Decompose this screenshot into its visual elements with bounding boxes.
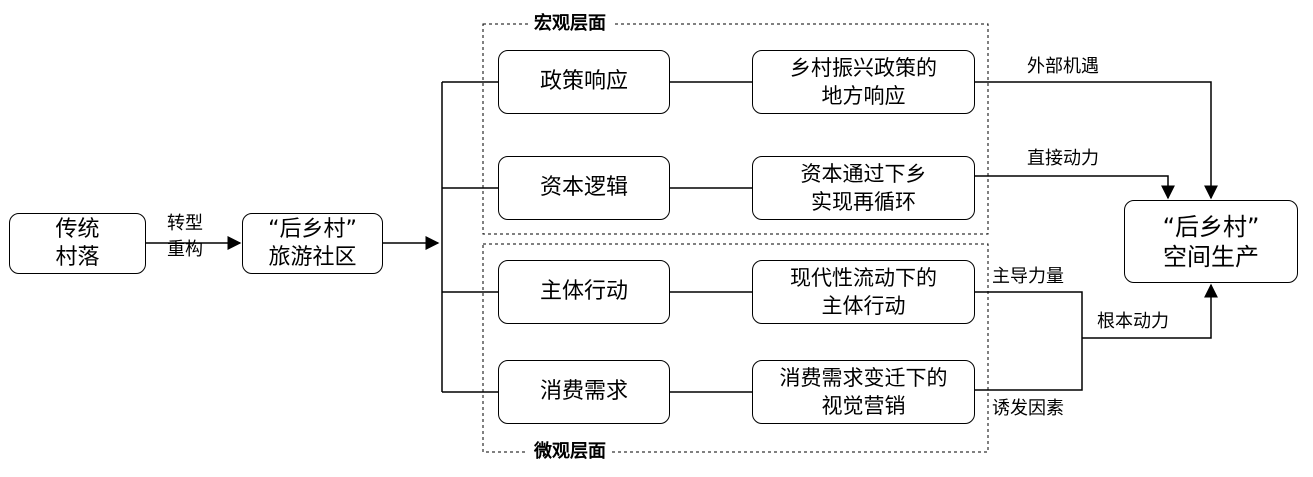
node-visual-marketing-line2: 视觉营销 — [821, 394, 906, 418]
macro-group-label: 宏观层面 — [528, 13, 612, 35]
node-consumption-demand-label: 消费需求 — [539, 379, 628, 404]
node-space-production-line2: 空间生产 — [1163, 242, 1259, 271]
node-subject-action: 主体行动 — [498, 260, 670, 324]
node-tourism-community-line2: 旅游社区 — [268, 244, 357, 270]
micro-group-label: 微观层面 — [528, 441, 612, 463]
node-capital-logic: 资本逻辑 — [498, 156, 670, 220]
edge-label-direct-power: 直接动力 — [1027, 148, 1099, 169]
edge-label-external-opportunity: 外部机遇 — [1027, 56, 1099, 77]
node-capital-cycle-line1: 资本通过下乡 — [800, 162, 927, 186]
micro-group-boundary — [482, 243, 989, 453]
node-space-production: “后乡村” 空间生产 — [1124, 200, 1298, 283]
node-modern-flow-action-line2: 主体行动 — [821, 294, 906, 318]
node-visual-marketing-line1: 消费需求变迁下的 — [779, 366, 948, 390]
node-traditional-village-line1: 传统 — [55, 216, 100, 242]
edge-label-fundamental-power: 根本动力 — [1097, 311, 1169, 332]
edge-fundamental-power — [1082, 283, 1218, 339]
node-rural-policy-local-line2: 地方响应 — [821, 84, 906, 108]
node-capital-cycle-line2: 实现再循环 — [811, 190, 916, 214]
node-space-production-line1: “后乡村” — [1162, 212, 1260, 241]
edge-label-inducing-factor: 诱发因素 — [992, 398, 1064, 419]
node-traditional-village-line2: 村落 — [55, 244, 100, 270]
edge-label-leading-force: 主导力量 — [992, 266, 1064, 287]
edge-label-transform: 转型 重构 — [167, 211, 203, 263]
node-policy-response: 政策响应 — [498, 50, 670, 114]
edge-direct-power — [975, 175, 1175, 200]
macro-group-boundary — [482, 23, 989, 235]
node-policy-response-label: 政策响应 — [539, 69, 628, 94]
edge-leading-force — [975, 291, 1083, 338]
node-modern-flow-action-line1: 现代性流动下的 — [790, 266, 937, 290]
node-rural-policy-local: 乡村振兴政策的 地方响应 — [752, 50, 975, 114]
edge-label-transform-line2: 重构 — [167, 239, 203, 260]
node-subject-action-label: 主体行动 — [539, 279, 628, 304]
node-traditional-village: 传统 村落 — [9, 213, 146, 274]
edge-label-transform-line1: 转型 — [167, 213, 203, 234]
edge-inducing-factor — [975, 338, 1083, 391]
node-capital-cycle: 资本通过下乡 实现再循环 — [752, 156, 975, 220]
edge-external-opportunity — [975, 81, 1218, 200]
node-rural-policy-local-line1: 乡村振兴政策的 — [790, 56, 937, 80]
node-consumption-demand: 消费需求 — [498, 360, 670, 424]
node-visual-marketing: 消费需求变迁下的 视觉营销 — [752, 360, 975, 424]
node-modern-flow-action: 现代性流动下的 主体行动 — [752, 260, 975, 324]
node-tourism-community: “后乡村” 旅游社区 — [242, 213, 383, 274]
node-capital-logic-label: 资本逻辑 — [539, 175, 628, 200]
node-tourism-community-line1: “后乡村” — [268, 216, 357, 242]
